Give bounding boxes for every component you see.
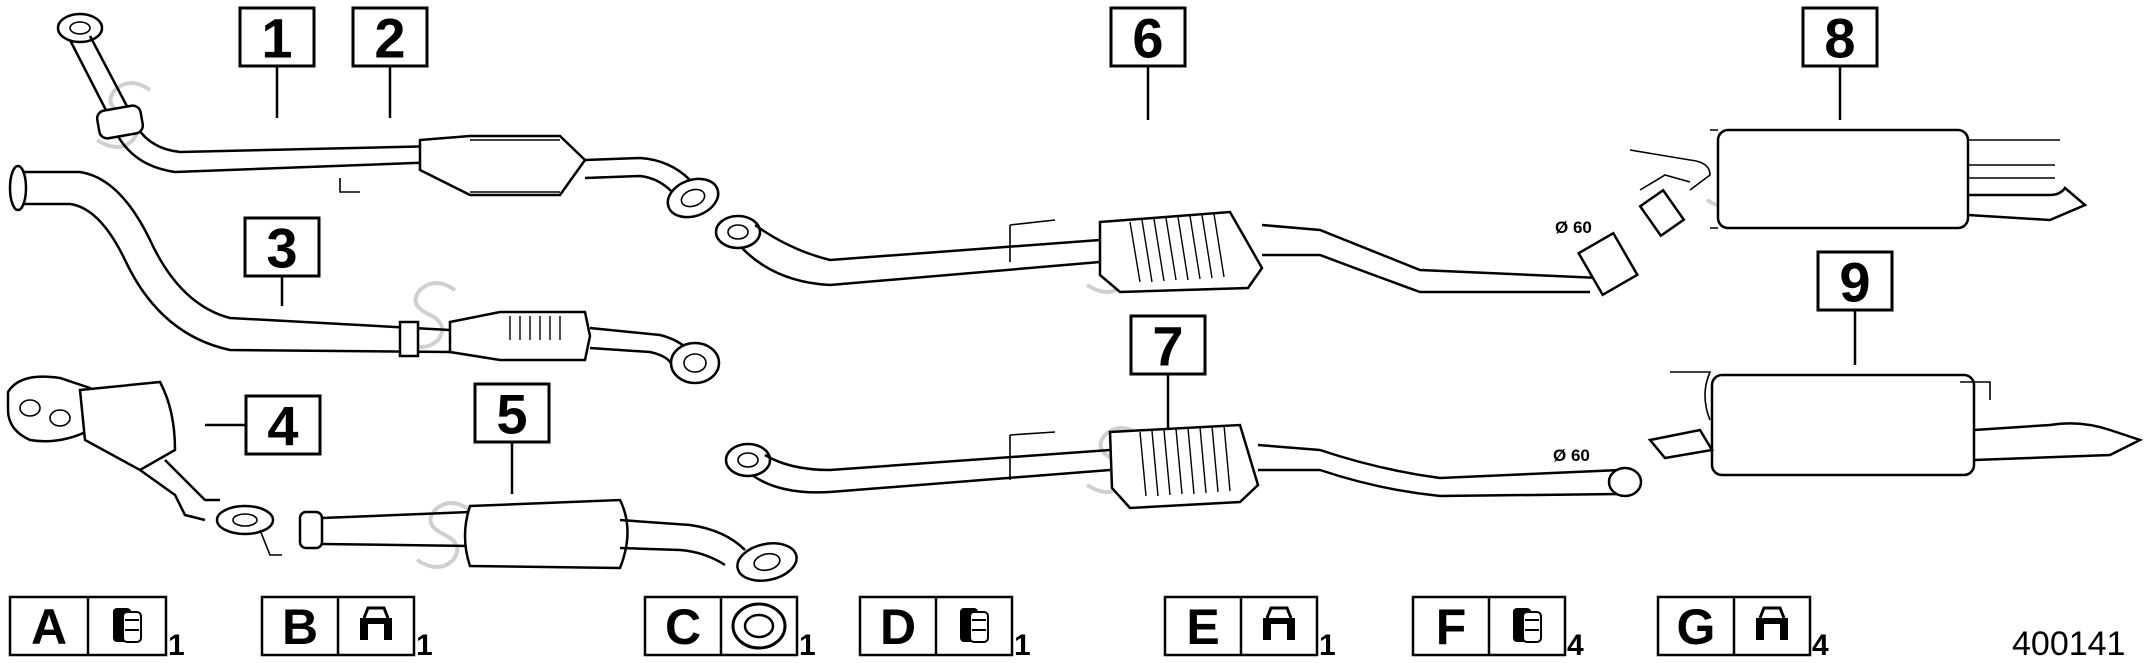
gasket-ring-icon [731,602,787,650]
manifold-catalytic-converter [6,375,282,556]
hanger-bracket-icon [1263,606,1295,640]
legend-quantity: 1 [799,629,816,662]
legend-item-a[interactable]: A 1 [8,595,185,662]
legend-letter: C [665,599,701,655]
callout-6[interactable]: 6 [1109,6,1187,121]
legend-item-g[interactable]: G 4 [1656,595,1829,662]
legend-item-c[interactable]: C 1 [643,595,816,662]
legend-letter: E [1186,599,1219,655]
center-silencer-pipe-alternative [724,423,1643,510]
callout-7[interactable]: 7 [1129,314,1207,429]
legend-letter: F [1436,599,1467,655]
legend-item-f[interactable]: F 4 [1411,595,1584,662]
legend-item-d[interactable]: D 1 [858,595,1031,662]
legend-quantity: 1 [168,629,185,662]
legend-letter: D [880,599,916,655]
callout-9-label: 9 [1839,251,1870,314]
rear-silencer-alternative [1647,371,2144,477]
legend-item-e[interactable]: E 1 [1163,595,1336,662]
callout-8[interactable]: 8 [1801,6,1879,121]
callout-5-label: 5 [496,383,527,446]
legend-quantity: 1 [1014,629,1031,662]
legend-item-b[interactable]: B 1 [260,595,433,662]
diameter-label-7: Ø 60 [1553,446,1590,465]
legend-quantity: 4 [1567,629,1584,662]
callout-7-label: 7 [1152,315,1183,378]
rear-silencer [1629,128,2088,238]
legend-quantity: 1 [1319,629,1336,662]
front-pipe-alternative [8,164,721,385]
callout-4-label: 4 [267,395,298,458]
legend-quantity: 4 [1812,629,1829,662]
mount-clamp-icon [113,608,142,643]
hanger-bracket-icon [360,606,392,640]
legend-letter: G [1677,599,1716,655]
callout-6-label: 6 [1132,7,1163,70]
callout-9[interactable]: 9 [1816,250,1894,366]
mount-clamp-icon [960,608,989,643]
callout-1-label: 1 [261,7,292,70]
center-silencer-pipe [714,210,1640,297]
mount-clamp-icon [1513,608,1542,643]
callout-2[interactable]: 2 [351,6,429,119]
intermediate-silencer-pipe [298,498,798,582]
diameter-label-6: Ø 60 [1555,218,1592,237]
callout-5[interactable]: 5 [473,382,551,495]
callout-2-label: 2 [374,7,405,70]
callout-3[interactable]: 3 [243,216,321,307]
callout-8-label: 8 [1824,7,1855,70]
hanger-bracket-icon [1756,606,1788,640]
callout-1[interactable]: 1 [238,6,316,119]
legend-letter: A [31,599,67,655]
callout-4[interactable]: 4 [205,394,322,458]
front-pipe-with-catalyst [56,12,720,219]
legend-quantity: 1 [416,629,433,662]
callout-3-label: 3 [266,217,297,280]
diagram-id: 400141 [2012,625,2125,663]
legend-letter: B [282,599,318,655]
